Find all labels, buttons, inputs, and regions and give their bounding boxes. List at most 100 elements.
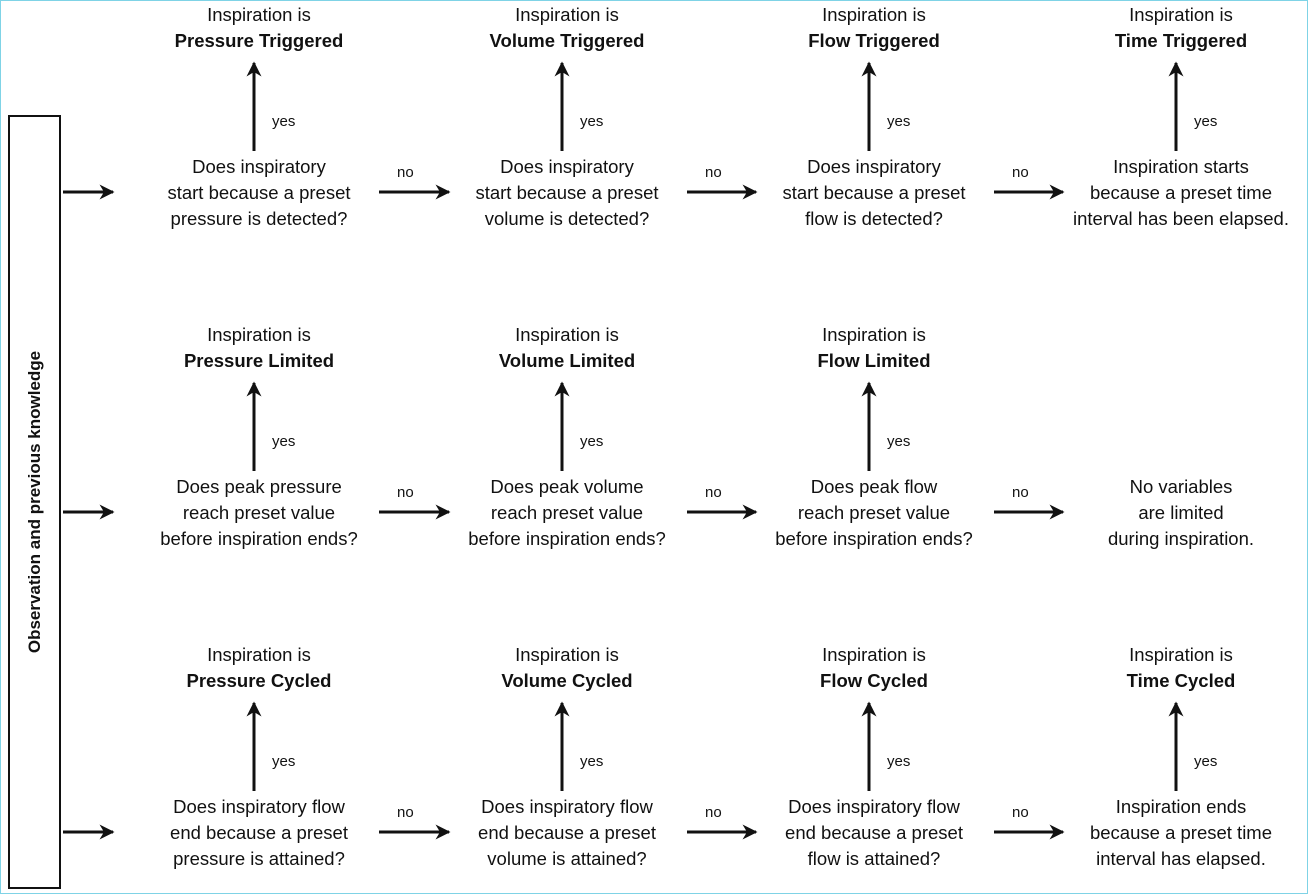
yes-label: yes <box>887 113 911 130</box>
question-line: volume is detected? <box>484 208 650 229</box>
question-limit-1: Does peak pressure reach preset value befo… <box>134 474 384 552</box>
question-line: before inspiration ends? <box>468 528 666 549</box>
no-label: no <box>397 164 414 181</box>
question-trigger-2: Does inspiratory start because a preset vo… <box>442 154 692 232</box>
question-line: pressure is attained? <box>173 848 345 869</box>
result-limit-3: Inspiration is Flow Limited <box>744 322 1004 374</box>
result-line2: Volume Triggered <box>489 30 645 51</box>
question-line: volume is attained? <box>487 848 647 869</box>
question-line: are limited <box>1138 502 1224 523</box>
yes-label: yes <box>580 433 604 450</box>
yes-label: yes <box>887 753 911 770</box>
result-line1: Inspiration is <box>822 324 926 345</box>
question-trigger-3: Does inspiratory start because a preset fl… <box>749 154 999 232</box>
question-limit-3: Does peak flow reach preset value before i… <box>749 474 999 552</box>
result-trigger-3: Inspiration is Flow Triggered <box>744 2 1004 54</box>
result-cycle-2: Inspiration is Volume Cycled <box>437 642 697 694</box>
question-line: Does inspiratory <box>807 156 941 177</box>
question-line: end because a preset <box>785 822 963 843</box>
question-line: start because a preset <box>167 182 351 203</box>
question-line: flow is attained? <box>807 848 941 869</box>
question-line: Does peak flow <box>810 476 938 497</box>
result-line2: Pressure Limited <box>183 350 335 371</box>
question-line: Inspiration ends <box>1115 796 1247 817</box>
question-limit-2: Does peak volume reach preset value before… <box>442 474 692 552</box>
no-label: no <box>705 484 722 501</box>
result-line2: Flow Cycled <box>820 670 928 691</box>
result-line1: Inspiration is <box>822 4 926 25</box>
question-line: interval has been elapsed. <box>1073 208 1289 229</box>
result-line1: Inspiration is <box>515 4 619 25</box>
question-line: end because a preset <box>170 822 348 843</box>
question-cycle-4: Inspiration ends because a preset time int… <box>1056 794 1306 872</box>
result-line2: Volume Limited <box>498 350 636 371</box>
result-cycle-1: Inspiration is Pressure Cycled <box>129 642 389 694</box>
result-line2: Time Cycled <box>1126 670 1236 691</box>
question-line: Does inspiratory <box>192 156 326 177</box>
no-label: no <box>705 164 722 181</box>
question-cycle-2: Does inspiratory flow end because a prese… <box>442 794 692 872</box>
question-line: interval has elapsed. <box>1096 848 1266 869</box>
result-limit-2: Inspiration is Volume Limited <box>437 322 697 374</box>
question-line: Does peak pressure <box>176 476 342 497</box>
result-line1: Inspiration is <box>207 644 311 665</box>
question-line: Does peak volume <box>490 476 644 497</box>
question-line: start because a preset <box>475 182 659 203</box>
question-line: Does inspiratory <box>500 156 634 177</box>
result-cycle-4: Inspiration is Time Cycled <box>1051 642 1308 694</box>
question-line: because a preset time <box>1089 182 1273 203</box>
result-line2: Pressure Triggered <box>174 30 344 51</box>
result-line1: Inspiration is <box>822 644 926 665</box>
result-line2: Flow Limited <box>817 350 931 371</box>
question-line: No variables <box>1129 476 1233 497</box>
yes-label: yes <box>272 753 296 770</box>
yes-label: yes <box>272 113 296 130</box>
yes-label: yes <box>887 433 911 450</box>
question-line: before inspiration ends? <box>160 528 358 549</box>
no-label: no <box>705 804 722 821</box>
question-line: reach preset value <box>490 502 644 523</box>
question-line: Does inspiratory flow <box>788 796 960 817</box>
question-line: Inspiration starts <box>1113 156 1249 177</box>
side-box <box>8 115 61 889</box>
result-line1: Inspiration is <box>515 644 619 665</box>
question-line: Does inspiratory flow <box>173 796 345 817</box>
result-line2: Pressure Cycled <box>186 670 332 691</box>
question-line: during inspiration. <box>1107 528 1255 549</box>
yes-label: yes <box>1194 753 1218 770</box>
result-line1: Inspiration is <box>1129 4 1233 25</box>
question-line: pressure is detected? <box>170 208 348 229</box>
question-line: reach preset value <box>182 502 336 523</box>
no-label: no <box>1012 164 1029 181</box>
question-trigger-4: Inspiration starts because a preset time i… <box>1056 154 1306 232</box>
question-line: reach preset value <box>797 502 951 523</box>
no-label: no <box>1012 484 1029 501</box>
result-line1: Inspiration is <box>1129 644 1233 665</box>
no-label: no <box>397 804 414 821</box>
yes-label: yes <box>272 433 296 450</box>
question-cycle-3: Does inspiratory flow end because a prese… <box>749 794 999 872</box>
question-line: Does inspiratory flow <box>481 796 653 817</box>
result-cycle-3: Inspiration is Flow Cycled <box>744 642 1004 694</box>
result-trigger-4: Inspiration is Time Triggered <box>1051 2 1308 54</box>
result-line1: Inspiration is <box>515 324 619 345</box>
question-line: because a preset time <box>1089 822 1273 843</box>
result-limit-1: Inspiration is Pressure Limited <box>129 322 389 374</box>
yes-label: yes <box>580 113 604 130</box>
yes-label: yes <box>1194 113 1218 130</box>
question-line: flow is detected? <box>805 208 943 229</box>
question-line: start because a preset <box>782 182 966 203</box>
no-label: no <box>397 484 414 501</box>
result-line1: Inspiration is <box>207 324 311 345</box>
question-line: end because a preset <box>478 822 656 843</box>
question-trigger-1: Does inspiratory start because a preset pr… <box>134 154 384 232</box>
question-cycle-1: Does inspiratory flow end because a prese… <box>134 794 384 872</box>
question-line: before inspiration ends? <box>775 528 973 549</box>
result-line2: Time Triggered <box>1114 30 1248 51</box>
result-line2: Flow Triggered <box>808 30 940 51</box>
result-line2: Volume Cycled <box>501 670 633 691</box>
question-limit-4: No variables are limited during inspiratio… <box>1056 474 1306 552</box>
